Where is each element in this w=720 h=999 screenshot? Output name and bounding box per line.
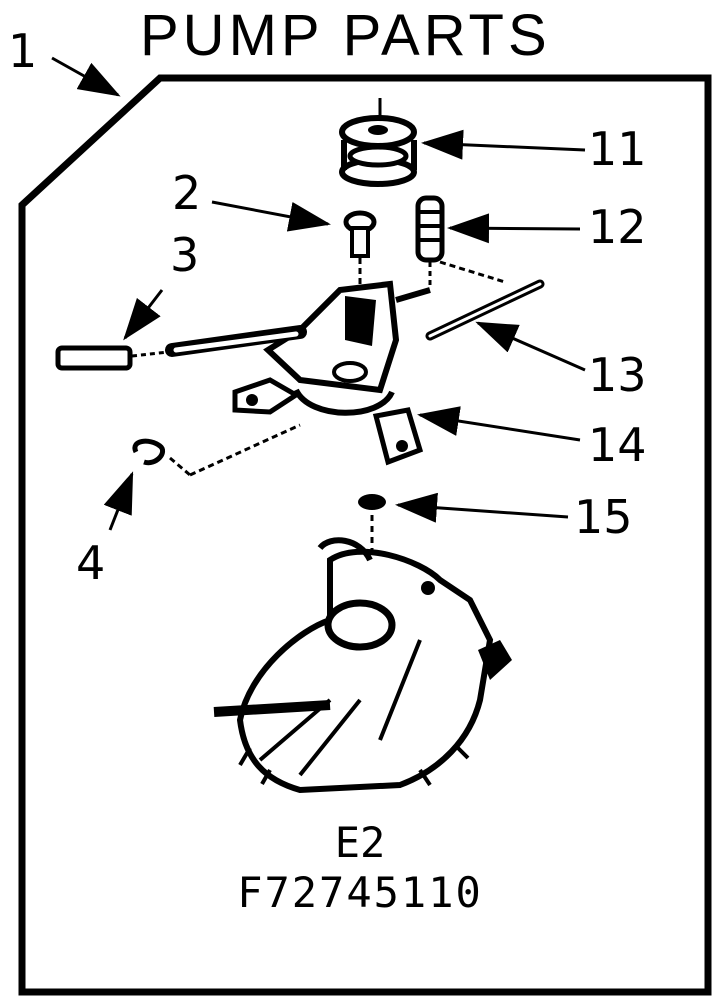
callout-14: 14 — [588, 418, 647, 472]
rod-part-13 — [425, 260, 545, 341]
spring-part-12 — [415, 195, 445, 285]
leader-15 — [395, 492, 569, 523]
leader-3 — [123, 289, 164, 341]
callout-15: 15 — [574, 490, 633, 544]
leader-1 — [51, 56, 121, 97]
leader-14 — [417, 406, 581, 442]
clip-part-4 — [132, 423, 301, 477]
pin-part-2 — [343, 210, 377, 290]
callout-11: 11 — [588, 122, 647, 176]
leader-13 — [475, 321, 586, 372]
callout-13: 13 — [588, 348, 647, 402]
callout-4: 4 — [76, 536, 106, 590]
leader-2 — [211, 200, 331, 232]
pump-housing — [213, 537, 512, 794]
frame-border — [18, 74, 712, 996]
bracket-part-14 — [232, 280, 431, 466]
leader-11 — [421, 129, 586, 160]
arm-part-3 — [55, 325, 307, 371]
callout-1: 1 — [8, 24, 38, 78]
callout-3: 3 — [170, 228, 200, 282]
seal-part-15 — [358, 494, 386, 580]
section-code: E2 — [334, 818, 386, 867]
diagram-title: PUMP PARTS — [140, 3, 551, 68]
leader-4 — [103, 471, 134, 531]
callout-2: 2 — [172, 166, 202, 220]
diagram-number: F72745110 — [237, 868, 483, 917]
leader-12 — [447, 213, 581, 244]
pulley-part-11 — [339, 98, 417, 187]
callout-12: 12 — [588, 200, 647, 254]
